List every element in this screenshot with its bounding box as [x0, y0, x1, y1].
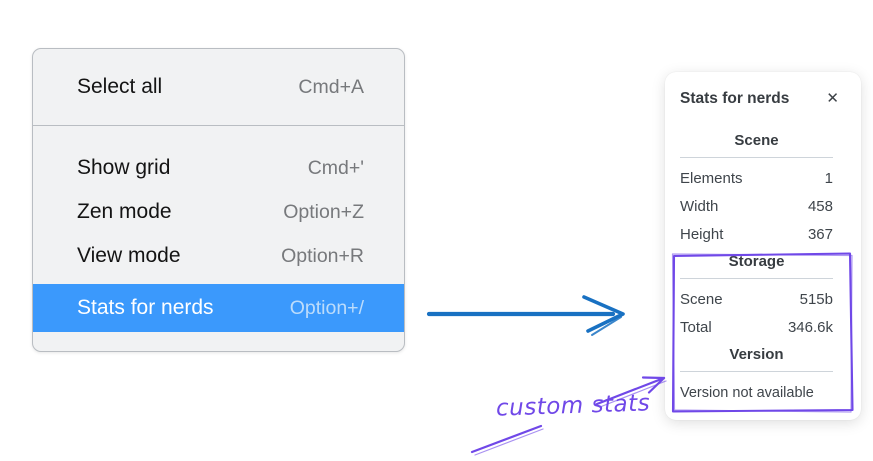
menu-item-shortcut: Option+R [281, 244, 364, 267]
blue-arrow [426, 295, 625, 336]
stat-row-total-storage: Total 346.6k [680, 313, 833, 341]
stat-label: Elements [680, 169, 743, 187]
stat-row-width: Width 458 [680, 192, 833, 220]
stat-label: Width [680, 197, 719, 215]
menu-item-shortcut: Option+/ [289, 296, 364, 319]
section-divider [680, 157, 833, 158]
section-divider [680, 278, 833, 279]
stat-value: 1 [824, 169, 833, 187]
section-divider [680, 371, 833, 372]
menu-divider [33, 125, 404, 126]
stats-panel-title: Stats for nerds [680, 90, 790, 107]
menu-item-label: View mode [77, 244, 181, 267]
menu-section: Show grid Cmd+' Zen mode Option+Z View m… [33, 126, 404, 332]
menu-item-label: Zen mode [77, 200, 172, 223]
stat-row-height: Height 367 [680, 220, 833, 248]
close-icon[interactable]: ✕ [826, 89, 839, 107]
stat-label: Total [680, 318, 712, 336]
menu-item-label: Select all [77, 75, 163, 98]
stat-value: 515b [799, 290, 833, 308]
context-menu: Select all Cmd+A Show grid Cmd+' Zen mod… [32, 48, 405, 352]
section-heading-storage: Storage [728, 253, 785, 270]
menu-item-label: Stats for nerds [77, 296, 214, 319]
menu-item-show-grid[interactable]: Show grid Cmd+' [33, 146, 404, 190]
stat-value: 458 [807, 197, 833, 215]
annotation-text: custom stats [495, 390, 651, 422]
menu-item-label: Show grid [77, 156, 171, 179]
menu-item-stats-for-nerds[interactable]: Stats for nerds Option+/ [33, 284, 404, 332]
stats-panel: Stats for nerds ✕ Scene Elements 1 Width… [665, 72, 861, 420]
stat-value: 346.6k [787, 318, 833, 336]
stat-row-scene-storage: Scene 515b [680, 285, 833, 313]
menu-item-shortcut: Cmd+A [298, 75, 364, 98]
stat-row-elements: Elements 1 [680, 164, 833, 192]
menu-item-zen-mode[interactable]: Zen mode Option+Z [33, 190, 404, 234]
menu-item-view-mode[interactable]: View mode Option+R [33, 234, 404, 278]
menu-item-select-all[interactable]: Select all Cmd+A [33, 49, 404, 125]
version-status-text: Version not available [680, 385, 814, 401]
menu-item-shortcut: Cmd+' [307, 156, 364, 179]
stat-value: 367 [807, 225, 833, 243]
stats-panel-header: Stats for nerds ✕ [680, 88, 839, 109]
stat-label: Scene [680, 290, 723, 308]
stat-label: Height [680, 225, 724, 243]
menu-item-shortcut: Option+Z [283, 200, 364, 223]
section-heading-scene: Scene [734, 132, 779, 149]
section-heading-version: Version [729, 346, 784, 363]
